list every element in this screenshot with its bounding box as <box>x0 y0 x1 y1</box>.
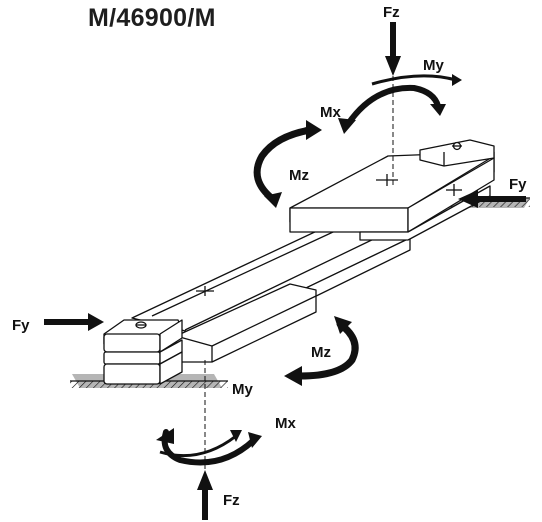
label-mz-bottom: Mz <box>311 344 331 361</box>
label-fz-bottom: Fz <box>223 492 240 509</box>
arrow-my-top <box>371 74 462 86</box>
arrow-mx-bottom <box>156 428 262 466</box>
arrow-mz-top <box>253 120 322 208</box>
label-my-bottom: My <box>232 381 253 398</box>
arrow-fy-right <box>458 190 526 208</box>
label-mx-top: Mx <box>320 104 341 121</box>
arrow-mx-top <box>338 84 446 134</box>
model-title: M/46900/M <box>88 4 216 32</box>
label-fy-right: Fy <box>509 176 527 193</box>
carriage-block <box>289 139 495 241</box>
label-fy-left: Fy <box>12 317 30 334</box>
rail-body <box>131 221 411 363</box>
arrow-mz-bottom <box>284 316 359 386</box>
label-fz-top: Fz <box>383 4 400 21</box>
end-block-left <box>103 319 183 385</box>
arrow-fy-left <box>44 313 104 331</box>
label-mx-bottom: Mx <box>275 415 296 432</box>
arrow-fz-bottom <box>197 470 213 520</box>
label-mz-top: Mz <box>289 167 309 184</box>
label-my-top: My <box>423 57 444 74</box>
arrow-fz-top <box>385 22 401 76</box>
